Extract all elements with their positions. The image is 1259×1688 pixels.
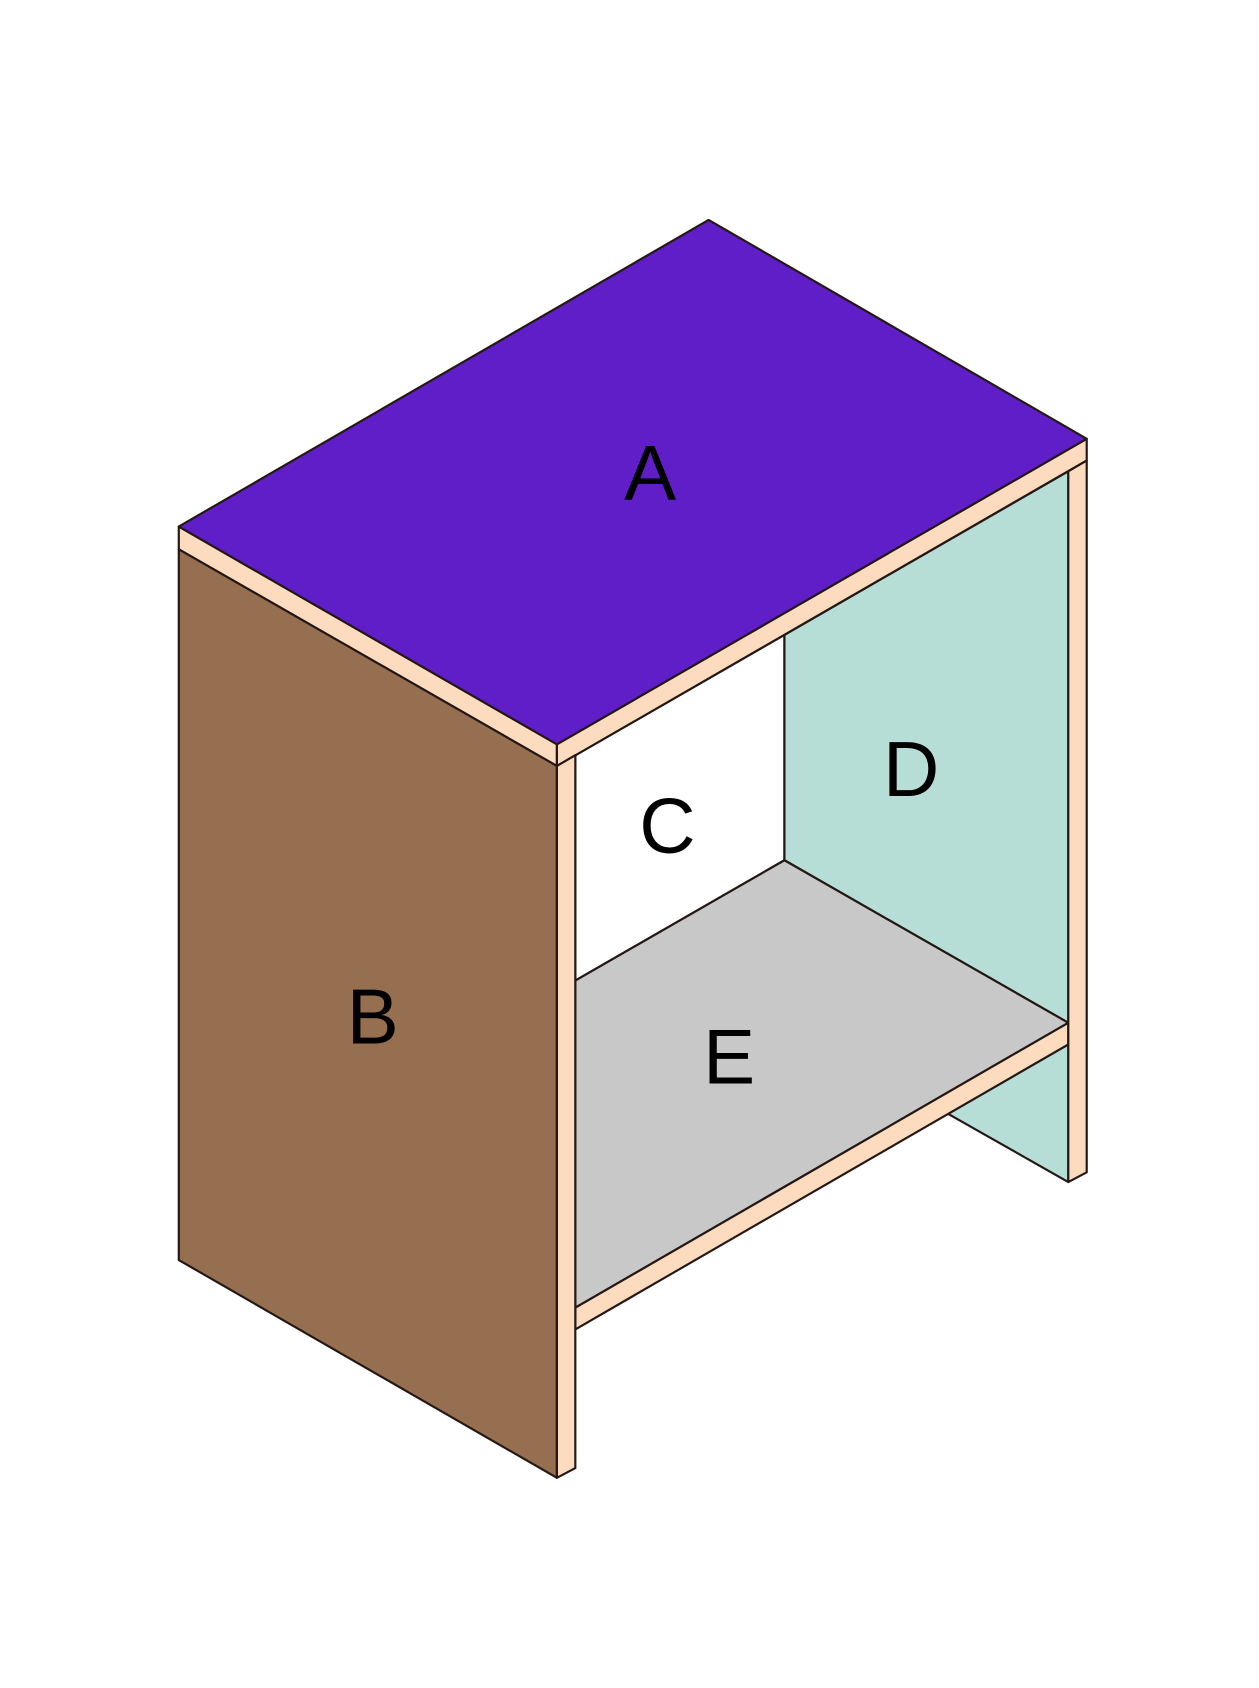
label-e: E bbox=[703, 1012, 755, 1100]
label-a: A bbox=[624, 428, 676, 516]
right-panel-edge bbox=[1067, 459, 1088, 1184]
label-c: C bbox=[639, 782, 695, 870]
label-b: B bbox=[347, 972, 399, 1060]
label-d: D bbox=[883, 725, 939, 813]
left-panel-edge bbox=[555, 754, 577, 1479]
panel-a-top bbox=[177, 218, 1088, 746]
